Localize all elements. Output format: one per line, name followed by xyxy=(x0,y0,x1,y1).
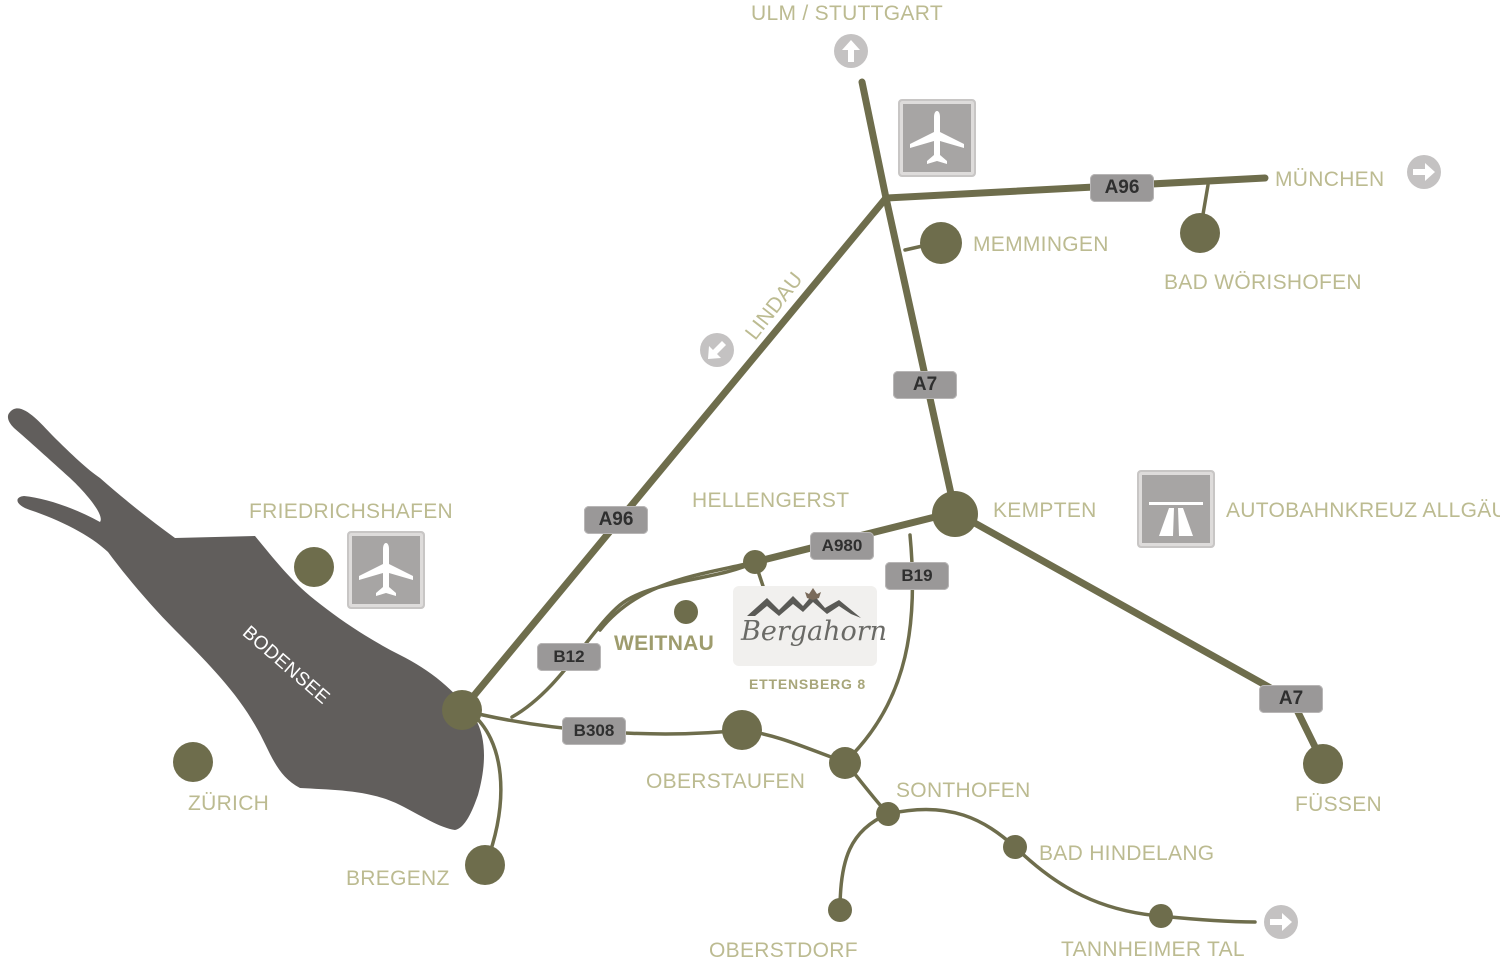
label-muenchen: MÜNCHEN xyxy=(1275,168,1385,191)
label-kempten: KEMPTEN xyxy=(993,499,1097,522)
arrow-right-icon xyxy=(1413,163,1435,181)
label-ulm-stuttgart: ULM / STUTTGART xyxy=(751,2,943,25)
node-lindau xyxy=(442,690,482,730)
badge-b19: B19 xyxy=(885,562,949,590)
direction-ulm-arrow xyxy=(834,34,868,68)
label-zuerich: ZÜRICH xyxy=(188,792,270,815)
badge-a980: A980 xyxy=(810,532,874,560)
road-b12-upper xyxy=(598,560,757,632)
road-a7-north xyxy=(858,78,890,202)
node-sonthofen xyxy=(876,802,900,826)
badge-a7-north: A7 xyxy=(893,371,957,399)
motorway-icon xyxy=(1149,502,1203,536)
road-a7-kempten xyxy=(882,194,959,516)
road-hindelang xyxy=(886,807,1257,924)
bergahorn-logo: Bergahorn xyxy=(733,586,888,666)
node-sonthofen-junction xyxy=(829,747,861,779)
node-friedrichshafen xyxy=(294,547,334,587)
direction-lindau-arrow xyxy=(700,333,734,367)
node-oberstaufen xyxy=(722,710,762,750)
label-fuessen: FÜSSEN xyxy=(1295,793,1382,816)
label-tannheimer-tal: TANNHEIMER TAL xyxy=(1061,938,1245,961)
node-bregenz xyxy=(465,845,505,885)
direction-tannheim-arrow xyxy=(1264,905,1298,939)
badge-b12: B12 xyxy=(537,643,601,671)
node-hellengerst xyxy=(743,550,767,574)
node-zuerich xyxy=(173,742,213,782)
node-weitnau xyxy=(674,600,698,624)
label-bad-hindelang: BAD HINDELANG xyxy=(1039,842,1215,865)
road-b308 xyxy=(460,708,847,764)
badge-a7-south: A7 xyxy=(1259,685,1323,713)
label-oberstaufen: OBERSTAUFEN xyxy=(646,770,806,793)
label-weitnau: WEITNAU xyxy=(614,632,715,655)
road-a96-lindau xyxy=(458,194,890,714)
airplane-icon xyxy=(359,543,413,596)
node-fuessen xyxy=(1303,744,1343,784)
label-sonthofen: SONTHOFEN xyxy=(896,779,1031,802)
road-bregenz xyxy=(468,710,503,866)
label-friedrichshafen: FRIEDRICHSHAFEN xyxy=(249,500,454,523)
airplane-icon xyxy=(910,111,964,164)
label-oberstdorf: OBERSTDORF xyxy=(709,939,858,962)
direction-muenchen-arrow xyxy=(1407,155,1441,189)
node-bad-woerishofen xyxy=(1180,213,1220,253)
node-oberstdorf xyxy=(828,898,852,922)
label-bad-woerishofen: BAD WÖRISHOFEN xyxy=(1164,271,1362,294)
node-bad-hindelang xyxy=(1003,835,1027,859)
node-tannheimer-tal xyxy=(1149,904,1173,928)
mountain-icon xyxy=(747,588,861,618)
label-memmingen: MEMMINGEN xyxy=(973,233,1109,256)
road-a7-fuessen xyxy=(951,508,1327,767)
logo-brand-text: Bergahorn xyxy=(741,616,888,647)
arrow-up-icon xyxy=(842,40,860,62)
autobahn-sign xyxy=(1137,470,1215,548)
label-ettensberg: ETTENSBERG 8 xyxy=(749,676,866,692)
badge-b308: B308 xyxy=(562,717,626,745)
airport-sign-friedrichshafen xyxy=(347,531,425,609)
badge-a96-east: A96 xyxy=(1090,174,1154,202)
arrow-right-icon xyxy=(1270,913,1292,931)
label-autobahnkreuz: AUTOBAHNKREUZ ALLGÄU xyxy=(1226,499,1500,522)
bodensee-lake xyxy=(7,408,484,830)
node-kempten xyxy=(932,491,978,537)
road-oberstdorf xyxy=(838,812,890,912)
label-hellengerst: HELLENGERST xyxy=(692,489,850,512)
road-a96-east xyxy=(882,174,1269,202)
road-b12 xyxy=(510,560,757,719)
arrow-down-left-icon xyxy=(708,341,726,359)
badge-a96-west: A96 xyxy=(584,506,648,534)
airport-sign-memmingen xyxy=(898,99,976,177)
label-bregenz: BREGENZ xyxy=(346,867,450,890)
node-memmingen xyxy=(920,222,962,264)
